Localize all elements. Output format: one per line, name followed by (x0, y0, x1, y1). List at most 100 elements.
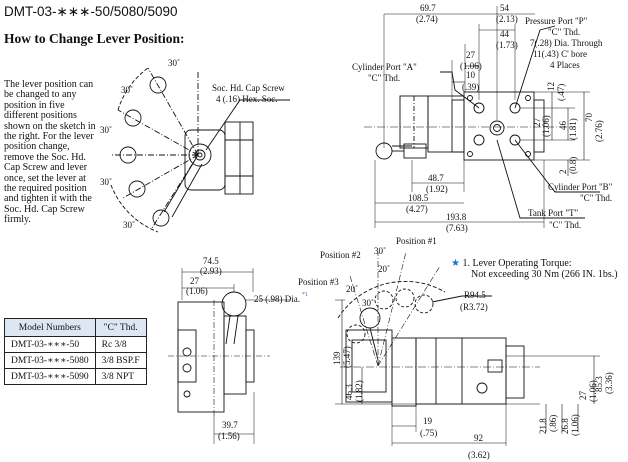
port-thread-label: "C" Thd. (549, 220, 581, 230)
lever-dia-label: 25 (.98) Dia. (254, 294, 300, 304)
desc-line: different positions (4, 110, 77, 122)
thread-cell: 3/8 BSP.F (94, 352, 147, 369)
column-header: Model Numbers (4, 318, 96, 337)
lever-position-sketch (110, 67, 290, 233)
model-number-cell: DMT-03-∗∗∗-5080 (4, 352, 96, 369)
screw-label: Soc. Hd. Cap Screw (212, 83, 285, 93)
dim-label: 26.8 (560, 418, 570, 434)
cylinder-b-label: Cylinder Port "B" (548, 182, 613, 192)
angle-label: 20˚ (346, 284, 358, 294)
desc-line: The lever position can (4, 79, 94, 90)
angle-label: 30˚ (168, 58, 180, 68)
thread-cell: Rc 3/8 (94, 336, 147, 353)
dim-label: 44 (500, 29, 510, 39)
dim-label: (1.06) (186, 286, 208, 296)
desc-line: the required position (4, 183, 87, 195)
dim-label: 27 (578, 391, 588, 401)
dim-label: (7.63) (446, 223, 468, 233)
dim-label: (1.73) (496, 40, 518, 50)
lever-description: The lever position can be changed to any… (4, 79, 100, 226)
desc-line: firmly. (4, 214, 31, 226)
dim-label: 69.7 (420, 3, 436, 13)
dim-label: (2.76) (594, 120, 604, 142)
desc-line: the right. For the lever (4, 131, 94, 143)
port-count-label: 4 Places (550, 60, 580, 70)
dim-label: 139 (332, 351, 342, 365)
dim-label: (3.36) (604, 372, 614, 394)
dim-label: 92 (474, 433, 483, 443)
position-2-label: Position #2 (320, 250, 361, 260)
model-number-cell: DMT-03-∗∗∗-5090 (4, 368, 96, 385)
front-view (335, 251, 600, 446)
radius-label: (R3.72) (460, 302, 488, 312)
dim-label: 46 (558, 121, 568, 131)
dim-label: (1.06) (541, 115, 551, 137)
port-hole-label: 7(.28) Dia. Through (530, 38, 603, 48)
dim-label: 193.8 (446, 212, 467, 222)
dim-label: (.47) (556, 84, 566, 101)
lever-sketch-labels: 30˚ 30˚ 30˚ 30˚ 30˚ Soc. Hd. Cap Screw 4… (100, 58, 285, 230)
table-row: DMT-03-∗∗∗-50 Rc 3/8 (4, 336, 147, 353)
angle-label: 30˚ (100, 177, 112, 187)
dim-label: (1.06) (460, 61, 482, 71)
position-1-label: Position #1 (396, 236, 437, 246)
dim-label: (3.62) (468, 450, 490, 460)
torque-note: ★ 1. Lever Operating Torque: Not exceedi… (451, 258, 618, 280)
dim-label: 27 (466, 50, 476, 60)
desc-line: once, set the lever at (4, 172, 86, 184)
desc-line: Cap Screw and lever (4, 162, 88, 174)
angle-label: 30˚ (123, 220, 135, 230)
dim-label: 27 (190, 276, 200, 286)
dim-label: (2.93) (200, 266, 222, 276)
angle-label: 30˚ (374, 246, 386, 256)
dim-label: 2 (558, 170, 568, 175)
angle-label: 30˚ (362, 298, 374, 308)
position-3-label: Position #3 (298, 277, 339, 287)
dim-label: (1.82) (354, 380, 364, 402)
column-header: "C" Thd. (94, 318, 147, 337)
table-row: DMT-03-∗∗∗-5080 3/8 BSP.F (4, 352, 147, 369)
dim-label: (4.27) (406, 204, 428, 214)
dim-label: 46.3 (344, 384, 354, 400)
port-thread-label: "C" Thd. (548, 27, 580, 37)
dim-label: 74.5 (203, 256, 219, 266)
desc-line: be changed to any (4, 89, 77, 101)
desc-line: shown on the sketch in (4, 120, 96, 132)
dim-label: 12 (546, 82, 556, 91)
top-view (364, 6, 600, 228)
pressure-port-label: Pressure Port "P" (525, 16, 588, 26)
cylinder-a-label: Cylinder Port "A" (352, 62, 417, 72)
dim-label: 85.3 (594, 376, 604, 392)
thread-cell: 3/8 NPT (94, 368, 147, 385)
side-view-labels: 74.5 (2.93) 27 (1.06) 25 (.98) Dia. *1 3… (186, 256, 308, 441)
dim-label: (1.81) (568, 118, 578, 140)
dim-label: (1.92) (426, 184, 448, 194)
port-thread-label: "C" Thd. (368, 73, 400, 83)
dim-label: (.39) (462, 82, 479, 92)
desc-line: and tighten it with the (4, 193, 92, 205)
model-number-cell: DMT-03-∗∗∗-50 (4, 336, 96, 353)
footnote-mark: *1 (302, 292, 308, 298)
port-thread-label: "C" Thd. (580, 193, 612, 203)
dim-label: (1.56) (218, 431, 240, 441)
table-header-row: Model Numbers "C" Thd. (4, 318, 147, 337)
dim-label: 39.7 (222, 420, 238, 430)
side-view (168, 268, 290, 444)
dim-label: (.75) (420, 428, 437, 438)
dim-label: (.86) (548, 415, 558, 432)
section-title: How to Change Lever Position: (4, 31, 185, 46)
model-thread-table: Model Numbers "C" Thd. DMT-03-∗∗∗-50 Rc … (4, 318, 147, 385)
note-line-1: 1. Lever Operating Torque: (462, 258, 572, 269)
dim-label: 19 (423, 416, 433, 426)
dim-label: (1.06) (588, 380, 598, 402)
dim-label: 54 (500, 3, 510, 13)
dim-label: (2.13) (496, 14, 518, 24)
screw-size-label: 4 (.16) Hex. Soc. (216, 94, 278, 104)
dim-label: 21.8 (538, 418, 548, 434)
angle-label: 30˚ (100, 125, 112, 135)
star-icon: ★ (451, 258, 460, 269)
dim-label: (2.74) (416, 14, 438, 24)
desc-line: Soc. Hd. Cap Screw (4, 203, 85, 215)
port-cbore-label: 11(.43) C' bore (533, 49, 587, 59)
